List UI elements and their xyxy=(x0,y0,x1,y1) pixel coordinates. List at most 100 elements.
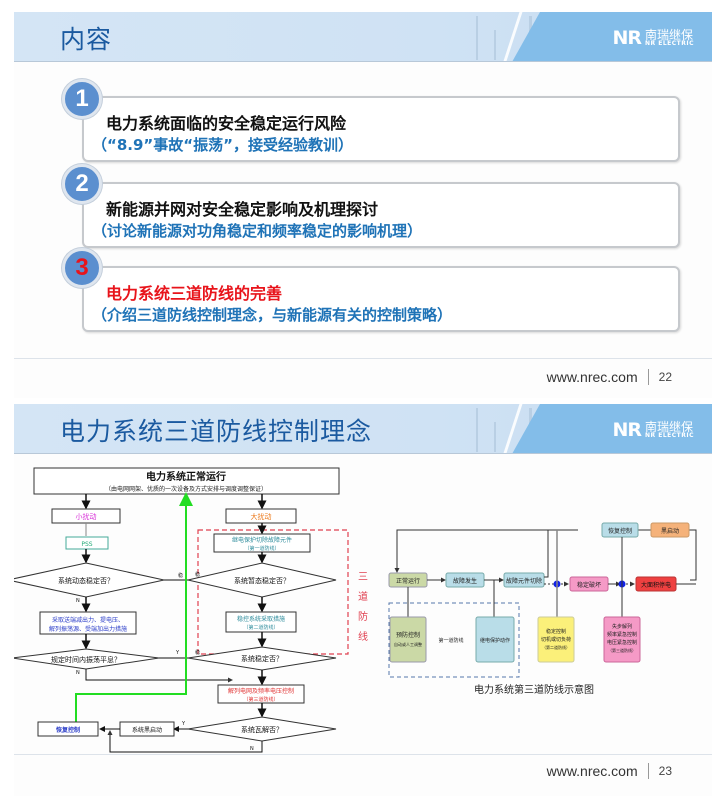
footer-divider xyxy=(14,358,712,359)
fault-label: 故障发生 xyxy=(453,577,477,585)
label-n: N xyxy=(76,598,80,604)
transient-stable-question: 系统暂态稳定否？ xyxy=(234,576,290,585)
slide-footer: www.nrec.com 22 xyxy=(547,369,672,385)
label-n: N xyxy=(250,746,254,752)
power-tower-decoration xyxy=(494,422,496,452)
left-action-box xyxy=(39,611,137,635)
page-number: 22 xyxy=(658,370,672,384)
relay-protection-label: 继电保护切除故障元件 xyxy=(232,536,292,544)
label-stable: 稳 xyxy=(195,649,200,656)
label-y: Y xyxy=(175,650,180,656)
stability-control-box xyxy=(225,611,297,633)
relay-action-label: 继电保护动作 xyxy=(480,637,510,644)
big-disturbance-box xyxy=(225,508,297,524)
connector xyxy=(394,529,578,573)
restore-control-label: 恢复控制 xyxy=(56,726,80,734)
normal-operation-label: 正常运行 xyxy=(396,577,420,585)
restore-label: 恢复控制 xyxy=(608,527,632,535)
item-subtitle: （介绍三道防线控制理念，与新能源有关的控制策略） xyxy=(92,306,453,324)
logo-cn: 南瑞继保 xyxy=(644,420,693,434)
company-logo: NR 南瑞继保 NR ELECTRIC xyxy=(612,419,694,441)
instability-label: 稳定破坏 xyxy=(577,581,601,589)
label-y: Y xyxy=(181,721,186,727)
item-subtitle: （讨论新能源对功角稳定和频率稳定的影响机理） xyxy=(92,222,423,240)
element-cut-box xyxy=(503,572,545,588)
number-badge-3: 3 xyxy=(62,248,102,288)
slide-footer: www.nrec.com 23 xyxy=(547,763,672,779)
contents-item-3: 电力系统三道防线的完善 （介绍三道防线控制理念，与新能源有关的控制策略） xyxy=(82,266,680,332)
label-stable: 稳 xyxy=(178,572,183,579)
number-badge-2: 2 xyxy=(62,164,102,204)
oscillation-question: 规定时间内振荡平息？ xyxy=(51,655,121,664)
left-action-line1: 采取送端减出力、提电压、 xyxy=(52,616,124,624)
slide-contents: 内容 NR 南瑞继保 NR ELECTRIC 电力系统面临的安全稳定运行风险 （… xyxy=(14,12,712,398)
contents-item-1: 电力系统面临的安全稳定运行风险 （“8.9”事故“振荡”，接受经验教训） xyxy=(82,96,680,162)
third-defense-line1: 失步解列 xyxy=(612,623,632,630)
slide-title: 电力系统三道防线控制理念 xyxy=(60,417,373,446)
defense-flowchart: 电力系统正常运行 （由电网网架、优质的一次设备及方式安排与调度调整保证） 小扰动… xyxy=(14,467,697,753)
stability-control-label: 稳控系统采取措施 xyxy=(237,615,285,623)
blackout-label: 大面积停电 xyxy=(641,581,671,589)
slide-header: 内容 NR 南瑞继保 NR ELECTRIC xyxy=(14,12,712,62)
item-title: 电力系统三道防线的完善 xyxy=(106,284,283,303)
footer-url: www.nrec.com xyxy=(546,369,638,385)
defense-vertical-char: 防 xyxy=(358,610,368,623)
second-defense-box xyxy=(537,616,575,663)
relay-action-box xyxy=(475,616,515,663)
connector xyxy=(544,530,549,578)
logo-cn: 南瑞继保 xyxy=(644,28,693,42)
small-disturbance-label: 小扰动 xyxy=(76,512,97,521)
split-control-sub: （第三道防线） xyxy=(243,696,278,703)
logo-background xyxy=(512,12,712,61)
split-control-label: 解列电网及频率电压控制 xyxy=(228,687,294,695)
logo-mark: NR xyxy=(612,419,642,441)
number-badge-1: 1 xyxy=(62,79,102,119)
logo-background xyxy=(512,404,712,453)
third-defense-line2: 频率紧急控制 xyxy=(607,631,637,638)
contents-item-2: 新能源并网对安全稳定影响及机理探讨 （讨论新能源对功角稳定和频率稳定的影响机理） xyxy=(82,182,680,248)
defense-vertical-char: 三 xyxy=(358,572,368,583)
footer-separator xyxy=(647,763,649,779)
diagram-caption: 电力系统第三道防线示意图 xyxy=(474,683,594,696)
item-subtitle: （“8.9”事故“振荡”，接受经验教训） xyxy=(92,136,354,154)
dynamic-stable-question: 系统动态稳定否？ xyxy=(58,576,114,585)
black-start-label: 黑启动 xyxy=(661,527,679,535)
power-tower-decoration xyxy=(476,16,478,60)
item-title: 电力系统面临的安全稳定运行风险 xyxy=(106,114,347,133)
defense-vertical-char: 线 xyxy=(358,630,368,643)
second-defense-line1: 稳定控制 xyxy=(546,628,566,635)
logo-en: NR ELECTRIC xyxy=(644,432,694,439)
collapse-question: 系统瓦解否？ xyxy=(241,725,283,734)
logo-mark: NR xyxy=(612,27,642,49)
connector xyxy=(85,669,233,683)
prevent-control-sub: 自动或人工调整 xyxy=(394,641,422,647)
first-defense-region xyxy=(388,602,520,678)
defense-vertical-char: 道 xyxy=(358,590,368,603)
logo-en: NR ELECTRIC xyxy=(644,40,694,47)
normal-operation-subtitle: （由电网网架、优质的一次设备及方式安排与调度调整保证） xyxy=(105,485,267,493)
left-action-line2: 解列振荡源、受端加出力措施 xyxy=(49,625,127,633)
prevent-control-box xyxy=(389,616,427,663)
connector xyxy=(107,730,263,753)
second-defense-line3: （第二道防线） xyxy=(542,644,570,650)
item-title: 新能源并网对安全稳定影响及机理探讨 xyxy=(106,200,379,219)
relay-protection-sub: （第一道防线） xyxy=(244,545,279,552)
third-defense-box xyxy=(603,616,641,663)
pss-label: PSS xyxy=(81,541,92,548)
footer-url: www.nrec.com xyxy=(546,763,638,779)
power-tower-decoration xyxy=(476,408,478,452)
company-logo: NR 南瑞继保 NR ELECTRIC xyxy=(612,27,694,49)
page-number: 23 xyxy=(658,764,672,778)
normal-operation-box xyxy=(33,467,340,495)
slide-three-defense-lines: 电力系统三道防线控制理念 NR 南瑞继保 NR ELECTRIC 电力系统正常运… xyxy=(14,404,712,796)
third-defense-line3: 电压紧急控制 xyxy=(607,639,637,646)
split-control-box xyxy=(217,684,305,704)
footer-separator xyxy=(647,369,649,385)
label-n: N xyxy=(76,670,80,676)
element-cut-label: 故障元件切除 xyxy=(506,577,542,585)
second-defense-line2: 切机或切负荷 xyxy=(541,636,571,643)
restore-return-path xyxy=(75,492,193,726)
prevent-control-label: 预防控制 xyxy=(396,631,420,639)
defense-schematic: 恢复控制 黑启动 正常运行 故障发生 故障元件切除 稳定破坏 大面积停电 xyxy=(388,522,697,696)
stability-control-sub: （第二道防线） xyxy=(243,624,278,631)
